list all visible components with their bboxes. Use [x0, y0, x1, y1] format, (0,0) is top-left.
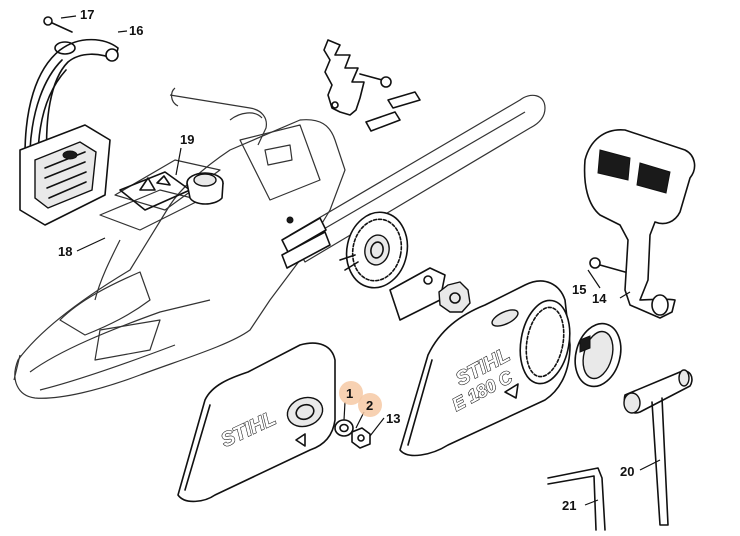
bar-plate	[281, 216, 331, 269]
bumper-spike	[323, 39, 365, 116]
cover-cap	[574, 322, 622, 388]
callout-18[interactable]: 18	[58, 244, 72, 259]
callout-15[interactable]: 15	[572, 282, 586, 297]
front-handle-guard	[583, 129, 696, 319]
guide-bar	[289, 94, 546, 263]
highlight-markers	[339, 381, 382, 417]
sprocket	[339, 211, 409, 289]
washer	[334, 419, 354, 437]
spike-screw	[359, 73, 392, 88]
combination-wrench	[623, 369, 693, 526]
callout-21[interactable]: 21	[562, 498, 576, 513]
nut	[351, 427, 371, 449]
star-nut	[438, 281, 471, 313]
warning-label	[119, 171, 191, 211]
callout-20[interactable]: 20	[620, 464, 634, 479]
hex-key	[547, 467, 606, 531]
rear-guard-screw	[43, 16, 73, 33]
front-guard-screw	[589, 257, 626, 273]
spring-clip	[389, 267, 446, 321]
callout-2[interactable]: 2	[366, 398, 373, 413]
callout-13[interactable]: 13	[386, 411, 400, 426]
highlight-1	[339, 381, 363, 405]
callout-1[interactable]: 1	[346, 386, 353, 401]
callout-14[interactable]: 14	[592, 291, 607, 306]
callout-leaders	[60, 15, 661, 506]
bar-rail-pieces	[365, 91, 421, 132]
callout-17[interactable]: 17	[80, 7, 94, 22]
callout-19[interactable]: 19	[180, 132, 194, 147]
chainsaw-body-outline	[13, 87, 346, 399]
callout-16[interactable]: 16	[129, 23, 143, 38]
highlight-2	[358, 393, 382, 417]
sprocket-cover-left	[177, 342, 336, 503]
sprocket-cover-right	[399, 280, 571, 457]
rear-guard	[19, 38, 119, 226]
callout-labels: 1 2 13 14 15 16 17 18 19 20 21	[58, 7, 634, 513]
tensioner-knob	[186, 172, 224, 205]
